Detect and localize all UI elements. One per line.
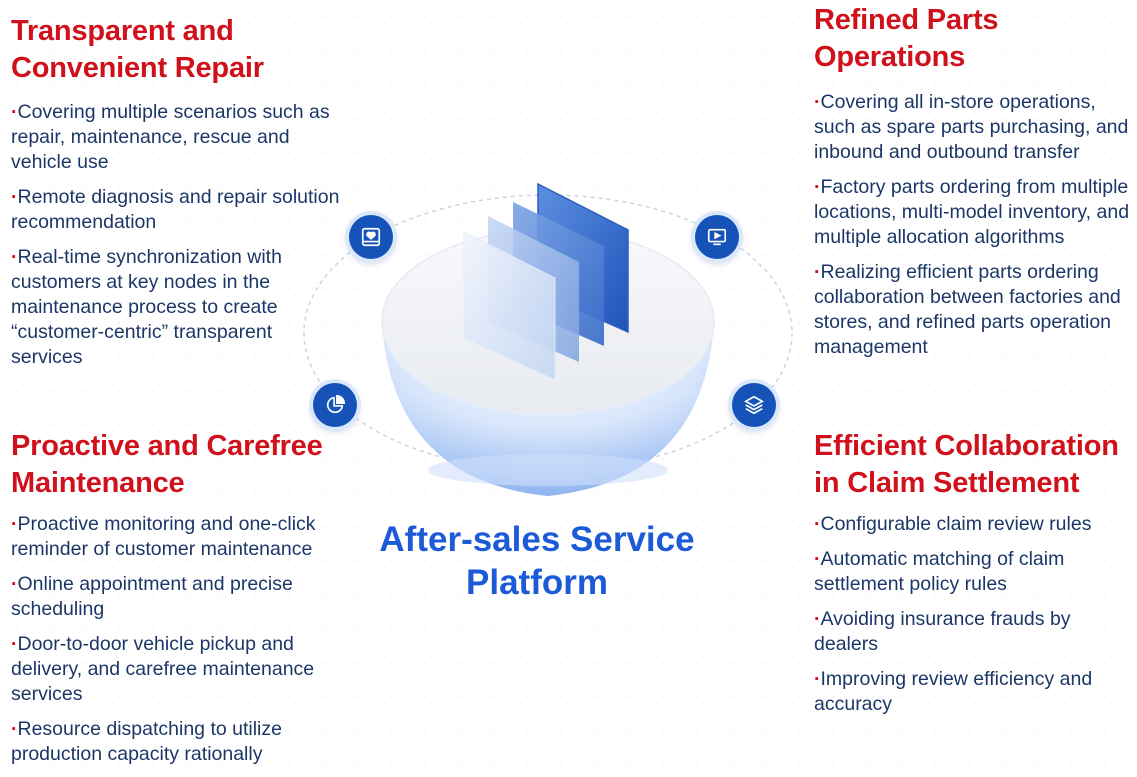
section-repair: Transparent and Convenient Repair ·Cover… xyxy=(11,13,351,370)
list-item: ·Factory parts ordering from multiple lo… xyxy=(814,176,1130,248)
bullet-icon: · xyxy=(11,633,18,655)
bullet-icon: · xyxy=(11,246,18,268)
list-item: ·Configurable claim review rules xyxy=(814,513,1092,535)
list-item: ·Door-to-door vehicle pickup and deliver… xyxy=(11,633,315,705)
video-screen-icon[interactable] xyxy=(695,215,739,259)
section-parts: Refined Parts Operations ·Covering all i… xyxy=(814,2,1132,360)
bullet-icon: · xyxy=(814,608,821,630)
list-item: ·Avoiding insurance frauds by dealers xyxy=(814,608,1071,655)
list-item: ·Resource dispatching to utilize product… xyxy=(11,718,282,765)
bullet-icon: · xyxy=(11,101,18,123)
list-item: ·Online appointment and precise scheduli… xyxy=(11,573,293,620)
section-heading: Efficient Collaboration in Claim Settlem… xyxy=(814,430,1119,499)
bullet-icon: · xyxy=(814,176,821,198)
bullet-icon: · xyxy=(814,668,821,690)
bullet-icon: · xyxy=(11,513,18,535)
pie-chart-icon[interactable] xyxy=(313,383,357,427)
section-claims: Efficient Collaboration in Claim Settlem… xyxy=(814,428,1132,717)
section-heading: Refined Parts Operations xyxy=(814,4,999,73)
list-item: ·Realizing efficient parts ordering coll… xyxy=(814,261,1121,358)
section-maintenance: Proactive and Carefree Maintenance ·Proa… xyxy=(11,428,356,767)
list-item: ·Automatic matching of claim settlement … xyxy=(814,548,1065,595)
list-item: ·Proactive monitoring and one-click remi… xyxy=(11,513,316,560)
bullet-icon: · xyxy=(814,261,821,283)
bullet-icon: · xyxy=(814,548,821,570)
section-heading: Proactive and Carefree Maintenance xyxy=(11,430,323,499)
bullet-icon: · xyxy=(11,573,18,595)
bullet-icon: · xyxy=(11,718,18,740)
list-item: ·Covering all in-store operations, such … xyxy=(814,91,1129,163)
list-item: ·Real-time synchronization with customer… xyxy=(11,246,282,368)
layers-icon[interactable] xyxy=(732,383,776,427)
section-heading: Transparent and Convenient Repair xyxy=(11,15,264,84)
bullet-icon: · xyxy=(11,186,18,208)
heart-monitor-icon[interactable] xyxy=(349,215,393,259)
bullet-icon: · xyxy=(814,513,821,535)
bowl-glow xyxy=(428,454,668,486)
list-item: ·Remote diagnosis and repair solution re… xyxy=(11,186,340,233)
bullet-icon: · xyxy=(814,91,821,113)
list-item: ·Improving review efficiency and accurac… xyxy=(814,668,1093,715)
list-item: ·Covering multiple scenarios such as rep… xyxy=(11,101,330,173)
panel-front xyxy=(463,231,556,381)
platform-title: After-sales Service Platform xyxy=(379,520,695,602)
